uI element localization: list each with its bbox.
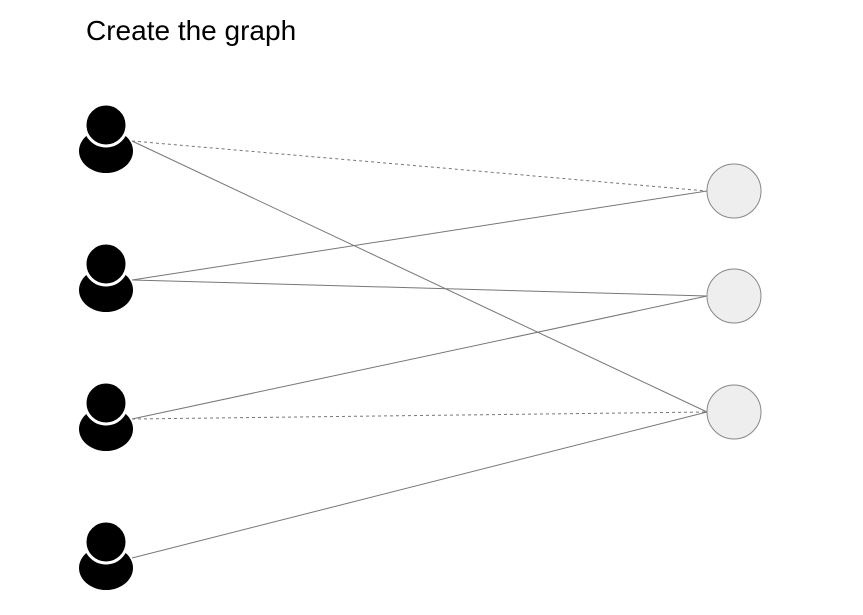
edge-user-1-item-3 (131, 140, 708, 413)
user-nodes (79, 102, 133, 590)
edge-user-2-item-1 (131, 190, 708, 281)
edge-user-2-item-2 (131, 279, 708, 297)
circle-node[interactable] (706, 268, 762, 324)
person-icon[interactable] (79, 102, 133, 173)
circle-node[interactable] (706, 384, 762, 440)
person-icon[interactable] (79, 241, 133, 312)
person-icon[interactable] (79, 519, 133, 590)
graph-edges (131, 140, 708, 559)
item-nodes (706, 163, 762, 440)
edge-user-4-item-3 (131, 411, 708, 559)
page-title: Create the graph (86, 15, 297, 46)
circle-node[interactable] (706, 163, 762, 219)
edge-user-1-item-1 (131, 140, 708, 192)
edge-user-3-item-2 (131, 295, 708, 420)
edge-user-3-item-3 (131, 411, 708, 420)
person-icon[interactable] (79, 380, 133, 451)
